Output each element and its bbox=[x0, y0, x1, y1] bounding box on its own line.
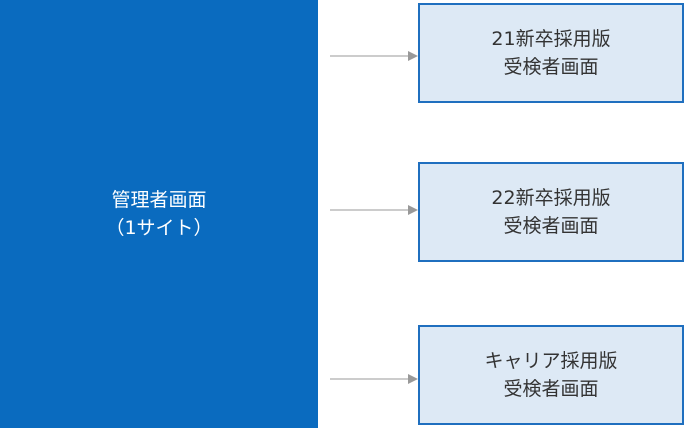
admin-screen-box: 管理者画面 （1サイト） bbox=[0, 0, 318, 428]
admin-screen-title: 管理者画面 bbox=[111, 189, 207, 211]
screen-box-career: キャリア採用版 受検者画面 bbox=[418, 325, 684, 425]
admin-screen-subtitle: （1サイト） bbox=[105, 217, 213, 239]
screen-box-21-graduate: 21新卒採用版 受検者画面 bbox=[418, 3, 684, 103]
screen-box-title: 21新卒採用版 bbox=[491, 28, 611, 50]
screen-box-subtitle: 受検者画面 bbox=[503, 378, 599, 400]
screen-box-subtitle: 受検者画面 bbox=[503, 56, 599, 78]
screen-box-subtitle: 受検者画面 bbox=[503, 215, 599, 237]
screen-box-title: 22新卒採用版 bbox=[491, 187, 611, 209]
screen-box-title: キャリア採用版 bbox=[484, 350, 618, 372]
screen-box-22-graduate: 22新卒採用版 受検者画面 bbox=[418, 162, 684, 262]
